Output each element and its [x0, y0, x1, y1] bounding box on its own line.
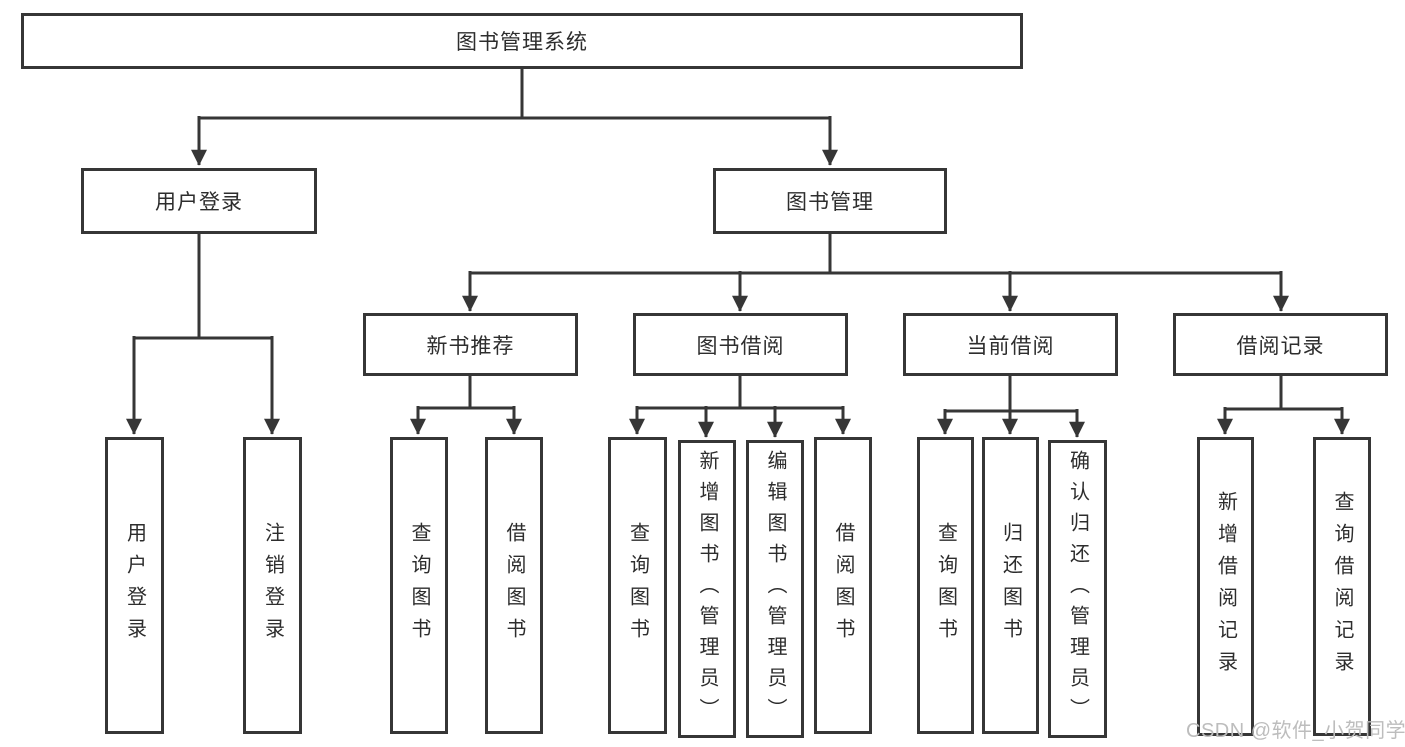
node-label: 新书推荐 — [426, 334, 515, 358]
node-borrow-records: 借阅记录 — [1173, 313, 1388, 376]
leaf-query-books-3: 查询图书 — [917, 437, 974, 734]
leaf-query-books-2: 查询图书 — [608, 437, 667, 734]
node-label: 查询图书 — [934, 521, 957, 650]
node-book-borrow: 图书借阅 — [633, 313, 848, 376]
connector-book-management-split — [470, 233, 1281, 275]
node-new-book-recommend: 新书推荐 — [363, 313, 578, 376]
node-book-management: 图书管理 — [713, 168, 947, 234]
node-label: 注销登录 — [261, 521, 284, 650]
leaf-query-books-1: 查询图书 — [390, 437, 448, 734]
leaf-borrow-books-1: 借阅图书 — [485, 437, 543, 734]
node-label: 新增借阅记录 — [1214, 490, 1237, 683]
leaf-add-borrow-record: 新增借阅记录 — [1197, 437, 1254, 736]
node-label: 编辑图书（管理员） — [764, 449, 786, 729]
csdn-watermark: CSDN @软件_小贺同学 — [1186, 720, 1405, 742]
node-library-system-root: 图书管理系统 — [21, 13, 1023, 69]
connector-root-split — [199, 69, 830, 120]
node-label: 新增图书（管理员） — [696, 449, 718, 729]
connector-borrow-records-split — [1225, 376, 1342, 411]
node-label: 归还图书 — [999, 521, 1022, 650]
leaf-query-borrow-record: 查询借阅记录 — [1313, 437, 1371, 736]
node-label: 图书管理系统 — [456, 31, 588, 54]
node-label: 借阅图书 — [832, 521, 854, 650]
node-label: 用户登录 — [123, 521, 146, 650]
leaf-logout: 注销登录 — [243, 437, 302, 734]
connector-current-borrow-split — [945, 376, 1077, 413]
node-label: 查询图书 — [408, 521, 430, 650]
node-label: 用户登录 — [155, 191, 243, 214]
leaf-add-book-admin: 新增图书（管理员） — [678, 440, 736, 738]
node-label: 确认归还（管理员） — [1066, 449, 1089, 729]
node-user-login-branch: 用户登录 — [81, 168, 317, 234]
leaf-return-books: 归还图书 — [982, 437, 1039, 734]
node-label: 当前借阅 — [966, 334, 1055, 358]
node-label: 查询图书 — [626, 521, 649, 650]
node-current-borrow: 当前借阅 — [903, 313, 1118, 376]
leaf-user-login: 用户登录 — [105, 437, 164, 734]
connector-book-borrow-split — [637, 376, 843, 410]
connector-user-login-split — [134, 233, 272, 340]
leaf-borrow-books-2: 借阅图书 — [814, 437, 872, 734]
leaf-confirm-return-admin: 确认归还（管理员） — [1048, 440, 1107, 738]
node-label: 查询借阅记录 — [1331, 490, 1353, 683]
node-label: 图书管理 — [786, 191, 874, 214]
leaf-edit-book-admin: 编辑图书（管理员） — [746, 440, 804, 738]
node-label: 图书借阅 — [696, 334, 785, 358]
node-label: 借阅记录 — [1236, 334, 1325, 358]
connector-new-book-split — [418, 376, 514, 410]
node-label: 借阅图书 — [503, 521, 525, 650]
